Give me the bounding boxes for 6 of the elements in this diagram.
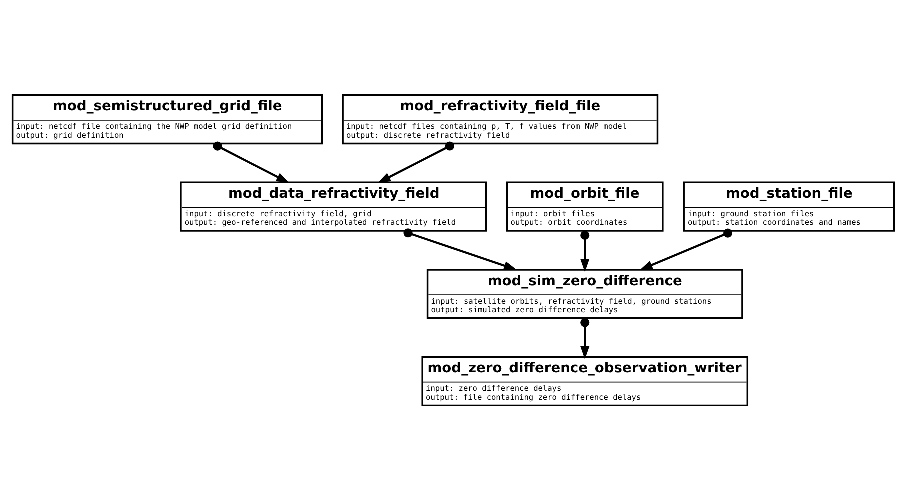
arrow <box>404 228 518 270</box>
arrow <box>580 230 590 272</box>
arrow <box>640 228 733 270</box>
arrow <box>378 141 454 183</box>
arrow <box>580 318 590 360</box>
arrow <box>213 141 290 183</box>
